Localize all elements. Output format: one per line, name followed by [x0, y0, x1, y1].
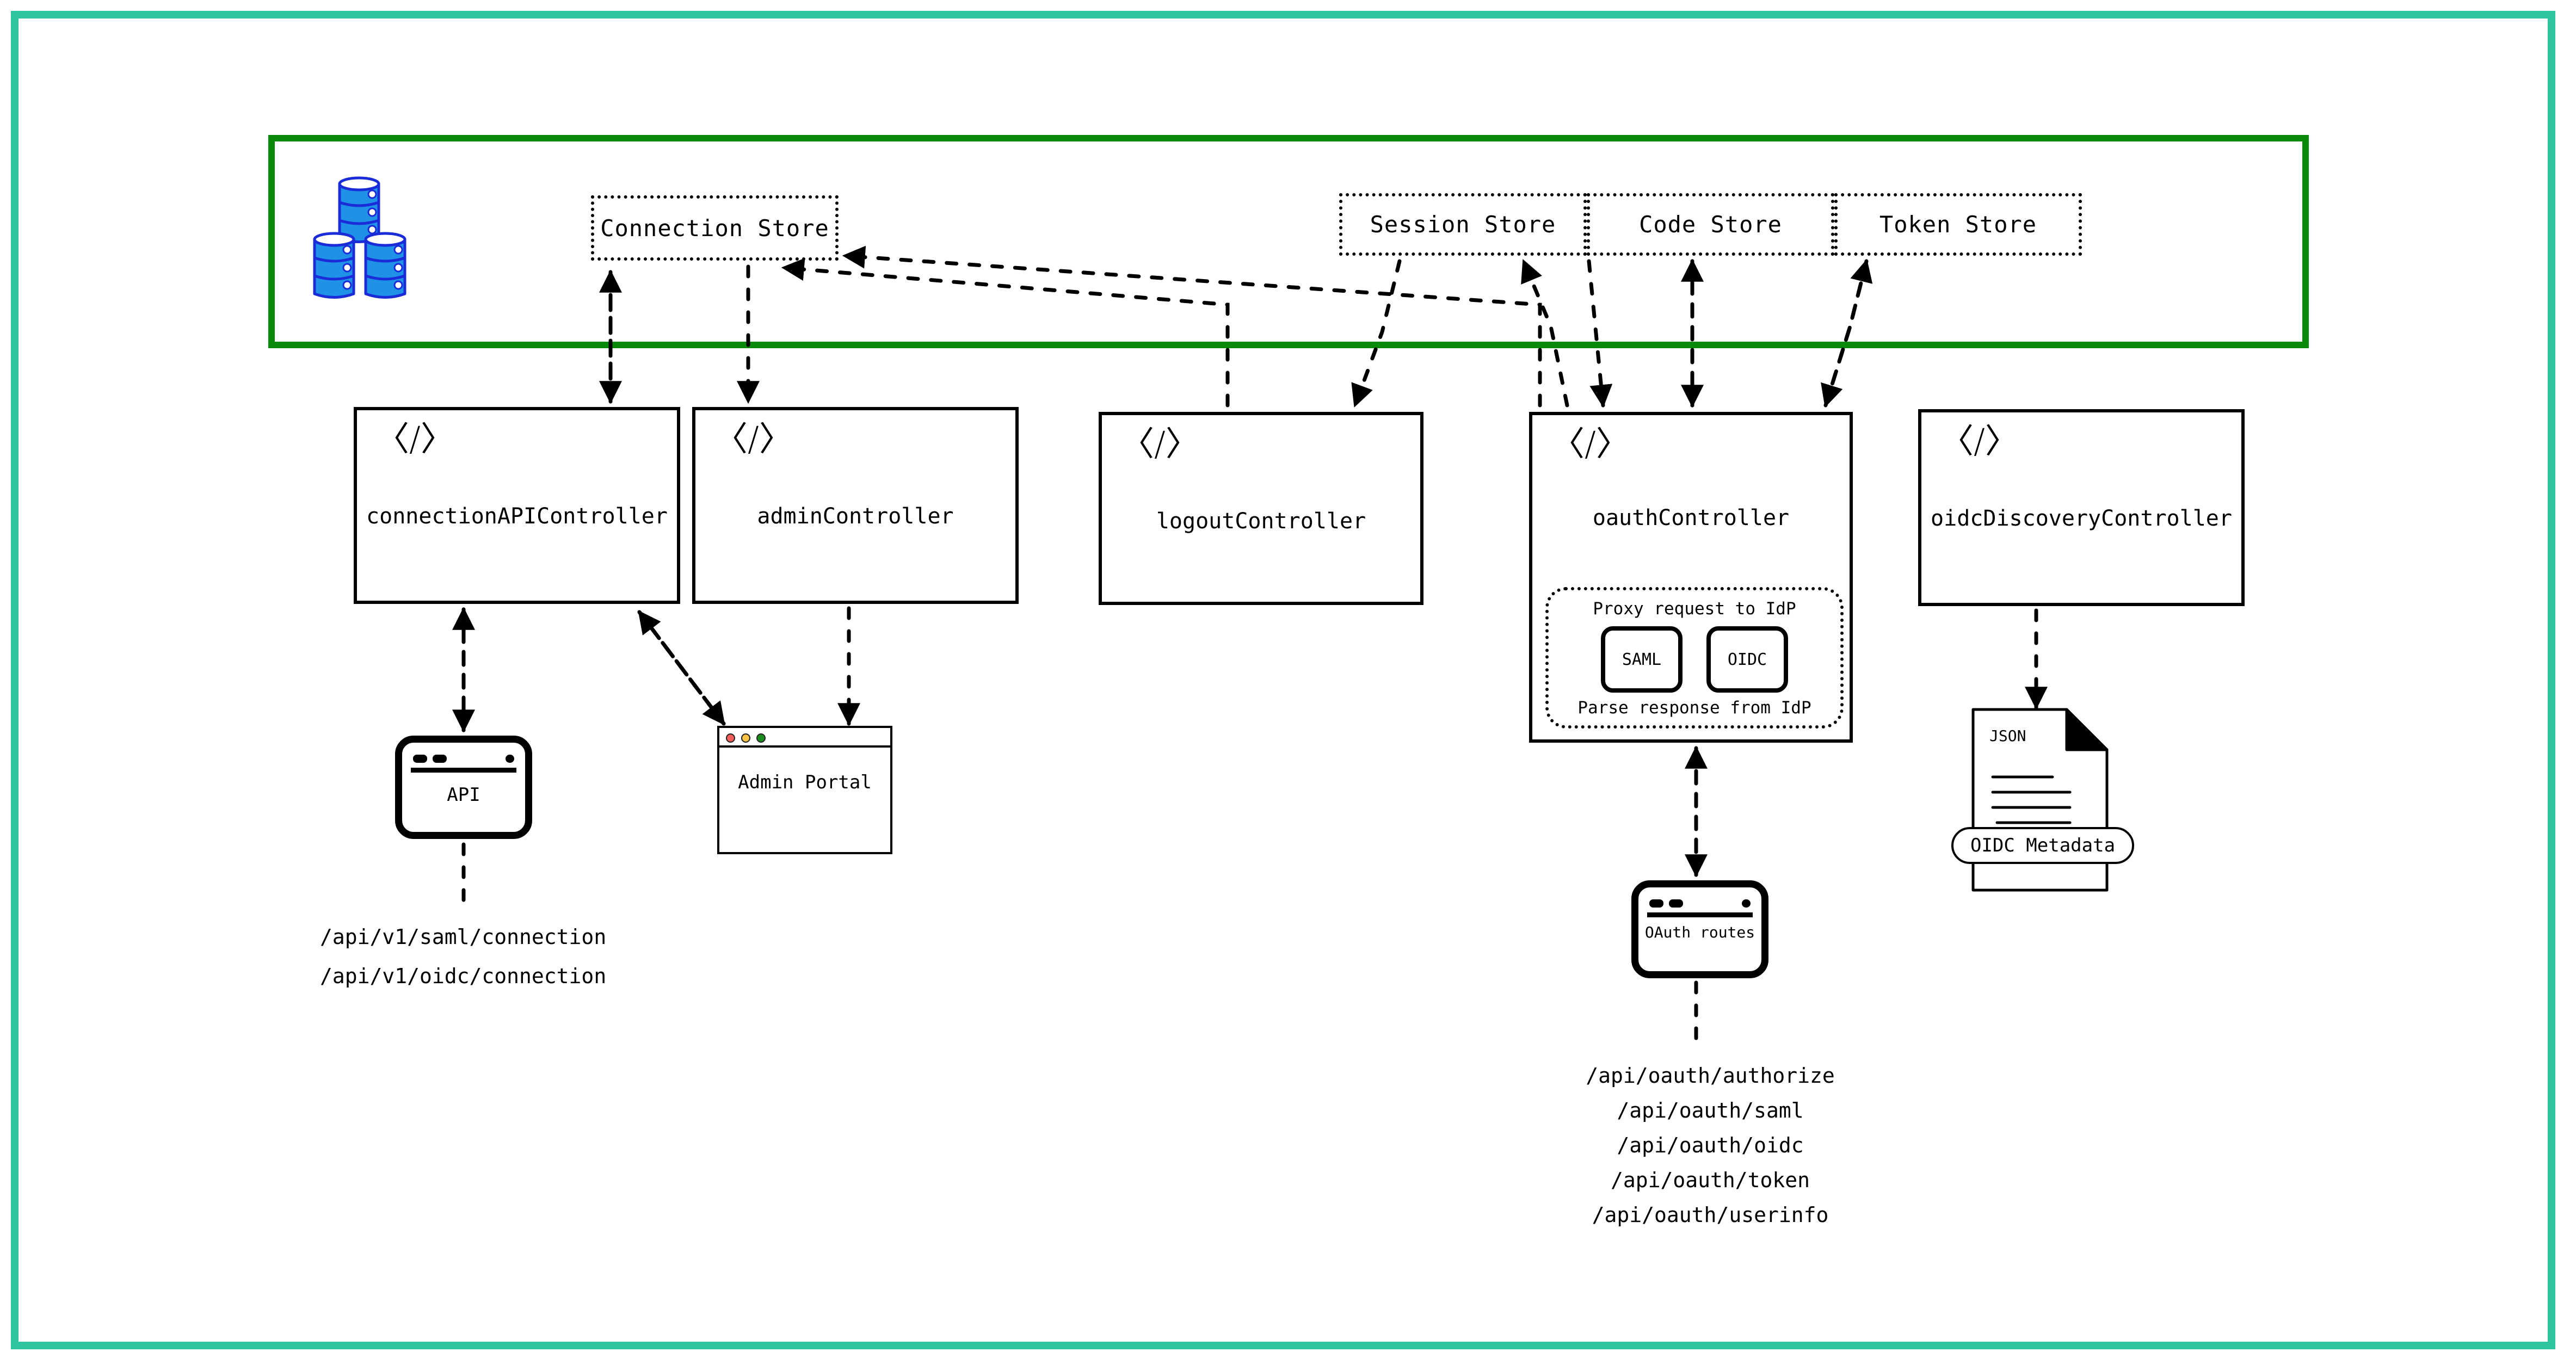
store-box-token[interactable]: Token Store	[1834, 193, 2082, 256]
oidc-metadata-label-pill: OIDC Metadata	[1951, 827, 2134, 864]
json-document-icon[interactable]: JSON	[1971, 707, 2109, 892]
route-path: /api/oauth/authorize	[1586, 1064, 1835, 1088]
route-path: /api/oauth/oidc	[1617, 1133, 1804, 1157]
connection-routes-list: /api/v1/saml/connection /api/v1/oidc/con…	[320, 925, 606, 1003]
code-icon: 〈/〉	[1120, 424, 1199, 464]
code-icon: 〈/〉	[1940, 421, 2019, 461]
store-box-code[interactable]: Code Store	[1587, 193, 1834, 256]
minimize-dot-icon	[741, 733, 750, 743]
device-dot-1	[413, 755, 427, 763]
controller-connection-api[interactable]: 〈/〉 connectionAPIController	[354, 407, 680, 604]
admin-portal-label: Admin Portal	[738, 772, 872, 793]
controller-label-logout: logoutController	[1156, 509, 1366, 534]
device-bar	[1647, 912, 1753, 917]
route-path: /api/oauth/saml	[1617, 1099, 1804, 1122]
oidc-metadata-label: OIDC Metadata	[1970, 835, 2116, 856]
database-stack-icon	[305, 169, 430, 305]
proxy-request-label: Proxy request to IdP	[1593, 599, 1796, 619]
oauth-routes-device-icon[interactable]: OAuth routes	[1631, 880, 1768, 978]
close-dot-icon	[726, 733, 735, 743]
parse-response-label: Parse response from IdP	[1577, 698, 1811, 718]
protocol-chip-row: SAML OIDC	[1549, 626, 1840, 693]
maximize-dot-icon	[756, 733, 766, 743]
window-titlebar	[719, 728, 890, 748]
store-label-connection: Connection Store	[600, 214, 829, 242]
admin-portal-window[interactable]: Admin Portal	[717, 726, 892, 854]
route-path: /api/oauth/token	[1610, 1168, 1810, 1192]
store-box-session[interactable]: Session Store	[1339, 193, 1587, 256]
route-path: /api/v1/oidc/connection	[320, 964, 607, 988]
controller-logout[interactable]: 〈/〉 logoutController	[1099, 412, 1423, 605]
store-label-session: Session Store	[1370, 211, 1556, 238]
protocol-chip-saml[interactable]: SAML	[1601, 626, 1683, 693]
controller-label-admin: adminController	[757, 504, 954, 529]
store-box-connection[interactable]: Connection Store	[591, 195, 839, 261]
protocol-label-oidc: OIDC	[1727, 650, 1767, 669]
svg-text:JSON: JSON	[1989, 727, 2026, 745]
store-label-code: Code Store	[1639, 211, 1782, 238]
device-dot-3	[506, 755, 514, 763]
api-device-icon[interactable]: API	[395, 736, 532, 839]
code-icon: 〈/〉	[714, 419, 793, 459]
controller-label-connection-api: connectionAPIController	[366, 504, 668, 529]
device-dot-2	[1669, 899, 1683, 908]
oauth-routes-label: OAuth routes	[1644, 923, 1755, 941]
device-dot-2	[433, 755, 447, 763]
route-path: /api/v1/saml/connection	[320, 925, 607, 949]
outer-frame	[11, 11, 2555, 1349]
controller-label-oidc-discovery: oidcDiscoveryController	[1931, 506, 2232, 531]
api-label: API	[447, 784, 480, 806]
code-icon: 〈/〉	[1551, 424, 1630, 464]
device-dot-3	[1742, 899, 1751, 908]
oauth-routes-list: /api/oauth/authorize /api/oauth/saml /ap…	[1585, 1064, 1835, 1238]
store-label-token: Token Store	[1879, 211, 2037, 238]
protocol-chip-oidc[interactable]: OIDC	[1706, 626, 1788, 693]
protocol-label-saml: SAML	[1622, 650, 1662, 669]
controller-oauth[interactable]: 〈/〉 oauthController Proxy request to IdP…	[1529, 412, 1853, 743]
controller-admin[interactable]: 〈/〉 adminController	[692, 407, 1019, 604]
proxy-idp-group: Proxy request to IdP SAML OIDC Parse res…	[1545, 587, 1844, 729]
route-path: /api/oauth/userinfo	[1592, 1203, 1829, 1227]
device-bar	[411, 768, 516, 773]
code-icon: 〈/〉	[375, 419, 454, 459]
device-dot-1	[1649, 899, 1663, 908]
controller-oidc-discovery[interactable]: 〈/〉 oidcDiscoveryController	[1918, 409, 2245, 606]
controller-label-oauth: oauthController	[1592, 505, 1790, 530]
